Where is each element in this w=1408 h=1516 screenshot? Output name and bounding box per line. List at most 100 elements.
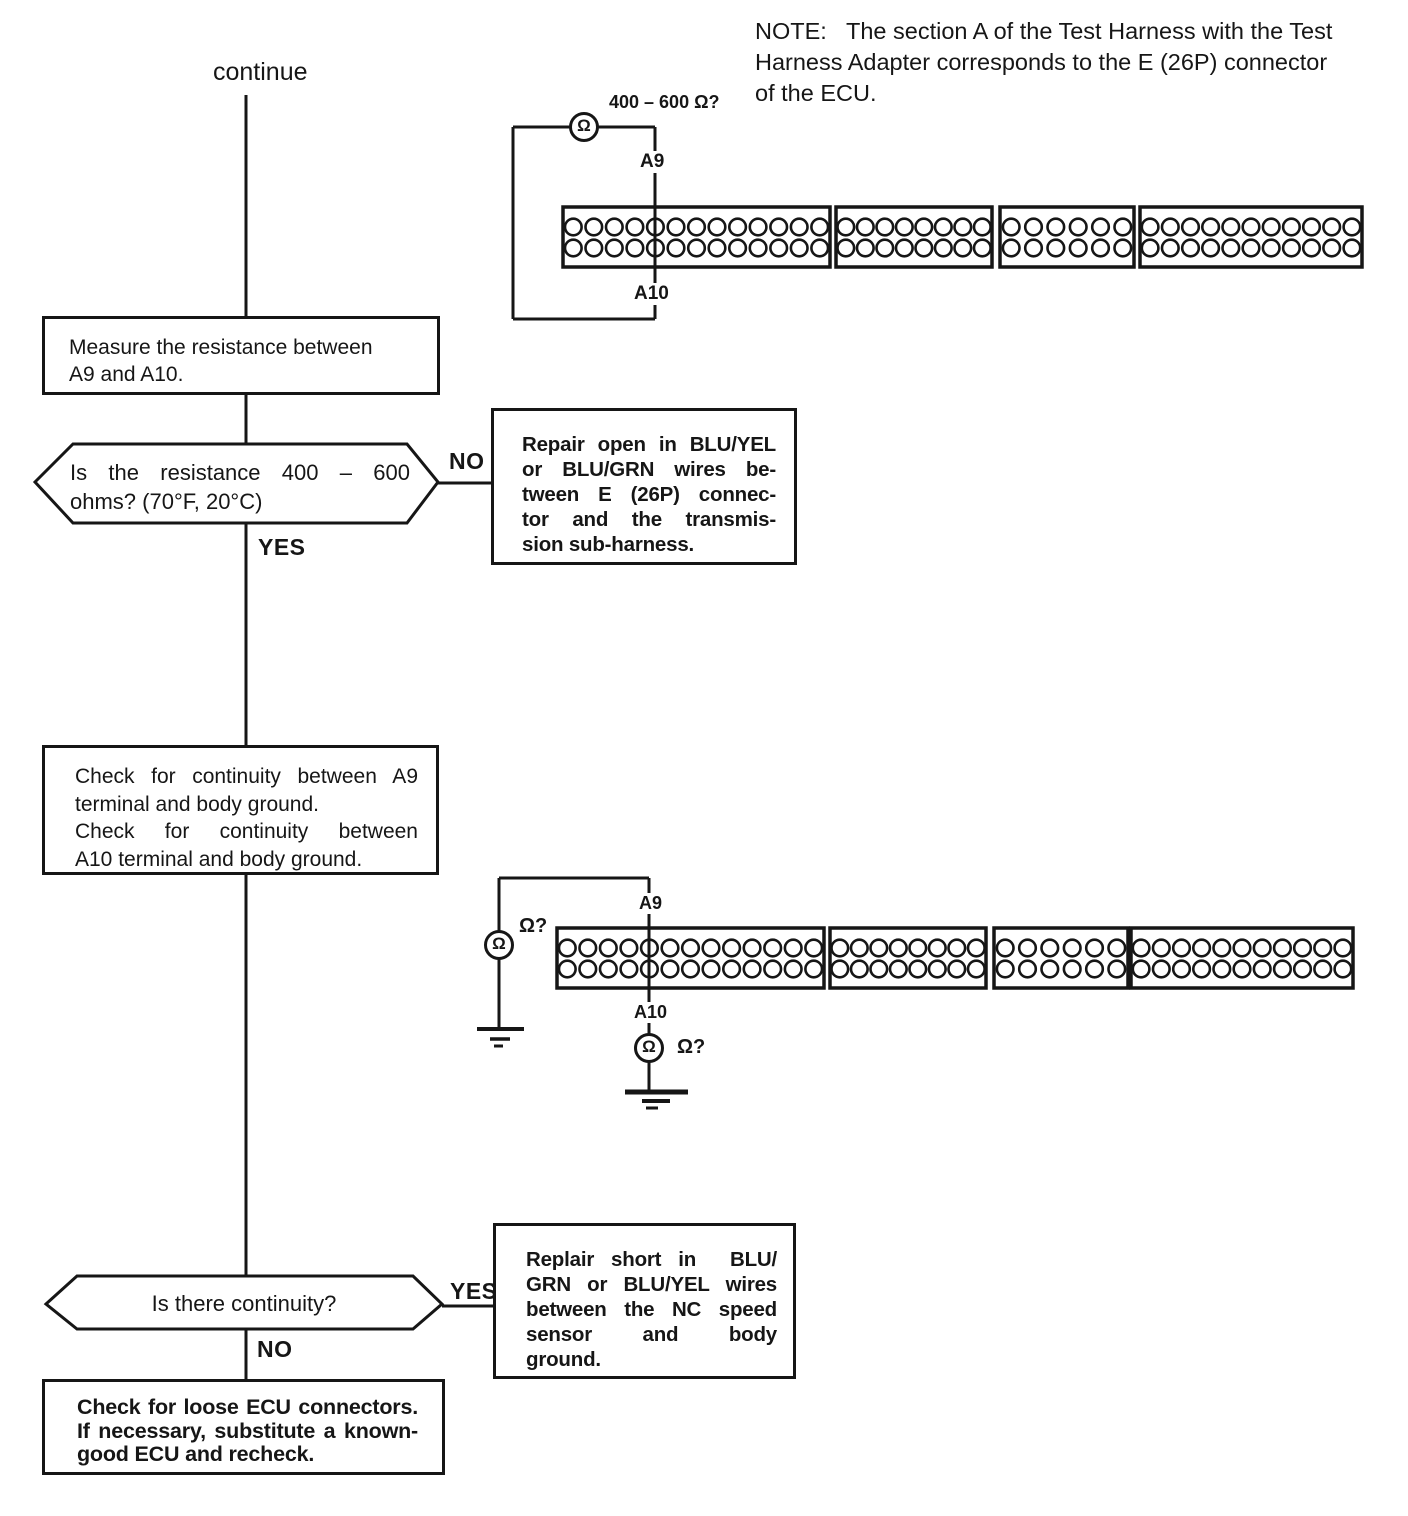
connector-pin (1046, 238, 1066, 258)
connector-pin (830, 959, 850, 979)
ohmmeter-icon (569, 112, 599, 142)
connector-pin (1001, 238, 1021, 258)
text-line: of the ECU. (755, 80, 877, 106)
text-line: sensor and body (526, 1323, 777, 1346)
connector-pin (1068, 217, 1088, 237)
text-line: sion sub-harness. (522, 533, 695, 556)
connector-pin (748, 217, 768, 237)
connector-pin (995, 938, 1015, 958)
text-line: If necessary, substitute a known- (77, 1418, 418, 1443)
connector-pin (1261, 217, 1281, 237)
connector-section (998, 205, 1136, 269)
ohmmeter-icon (484, 930, 514, 960)
connector-pin (727, 238, 748, 258)
connector-pin (1281, 238, 1301, 258)
connector-pin (619, 959, 639, 979)
connector-pin (1261, 238, 1281, 258)
ohmmeter-symbol: Ω (577, 116, 591, 135)
connector-pin (686, 217, 707, 237)
connector-pin (927, 938, 947, 958)
connector-pin (1113, 238, 1133, 258)
text-line: Check for continuity between (75, 820, 418, 843)
connector-pin (966, 959, 986, 979)
connector-pin (578, 959, 598, 979)
pin-label-a9-top: A9 (638, 151, 667, 173)
connector-pin (953, 217, 973, 237)
connector-pin (783, 938, 803, 958)
connector-pin (1180, 238, 1201, 258)
connector-pin (855, 238, 875, 258)
connector-pin (604, 217, 624, 237)
connector-pin (1062, 959, 1082, 979)
connector-pin (584, 217, 604, 237)
connector-pin (763, 938, 783, 958)
connector-pin (947, 938, 967, 958)
text-line: terminal and body ground. (75, 792, 319, 816)
connector-e26p-middle (555, 926, 1355, 990)
connector-pin (1151, 938, 1171, 958)
connector-pin (666, 238, 686, 258)
connector-pin (830, 938, 850, 958)
text-line: ground. (526, 1348, 601, 1371)
decision-continuity-text: Is there continuity? (151, 1291, 337, 1316)
connector-pin (836, 238, 856, 258)
connector-section (561, 205, 832, 269)
connector-pin (1160, 238, 1180, 258)
connector-pin (1292, 959, 1313, 979)
text-line: NOTE: The section A of the Test Harness … (755, 18, 1333, 44)
connector-pin (763, 959, 783, 979)
text-line: Harness Adapter corresponds to the E (26… (755, 49, 1328, 75)
label-yes-1: YES (258, 534, 306, 560)
text-line: Measure the resistance between (69, 336, 373, 359)
text-line: A10 terminal and body ground. (75, 847, 363, 871)
connector-pin (927, 959, 947, 979)
resistance-range-label: 400 – 600 Ω? (607, 92, 722, 113)
connector-pin (849, 938, 869, 958)
connector-pin (604, 238, 624, 258)
connector-pin (1090, 217, 1111, 237)
connector-pin (598, 959, 618, 979)
connector-pin (1221, 238, 1241, 258)
ohmmeter-symbol: Ω (492, 934, 506, 953)
connector-pin (1113, 217, 1133, 237)
connector-pin (914, 238, 934, 258)
ohmmeter-symbol: Ω (642, 1037, 656, 1056)
connector-pin (769, 238, 789, 258)
connector-pin (1023, 238, 1044, 258)
text-line: between the NC speed (526, 1298, 777, 1321)
connector-pin (1342, 238, 1362, 258)
connector-pin (869, 938, 889, 958)
connector-pin (1191, 938, 1212, 958)
text-line: or BLU/GRN wires be- (522, 458, 776, 481)
connector-pin (748, 238, 768, 258)
connector-pin (995, 959, 1015, 979)
connector-pin (557, 938, 577, 958)
connector-pin (721, 938, 742, 958)
connector-pin (1090, 238, 1111, 258)
connector-pin (660, 938, 680, 958)
connector-pin (1241, 217, 1261, 237)
connector-pin (1333, 938, 1353, 958)
ohmmeter-icon (634, 1033, 664, 1063)
pin-label-a10-top: A10 (632, 283, 671, 305)
connector-pin (1272, 959, 1292, 979)
connector-pin (1107, 938, 1127, 958)
connector-pin (598, 938, 618, 958)
connector-pin (707, 217, 727, 237)
connector-pin (875, 217, 895, 237)
connector-pin (1301, 238, 1322, 258)
connector-pin (1151, 959, 1171, 979)
text-line: GRN or BLU/YEL wires (526, 1273, 777, 1296)
connector-e26p-top (561, 205, 1364, 269)
connector-pin (1232, 938, 1252, 958)
connector-section (828, 926, 988, 990)
connector-section (992, 926, 1130, 990)
connector-pin (966, 938, 986, 958)
ohm-query-bottom: Ω? (677, 1036, 706, 1058)
text-line: tor and the transmis- (522, 508, 776, 531)
connector-pin (1084, 938, 1105, 958)
connector-pin (1232, 959, 1252, 979)
connector-pin (1301, 217, 1322, 237)
connector-pin (1313, 959, 1333, 979)
